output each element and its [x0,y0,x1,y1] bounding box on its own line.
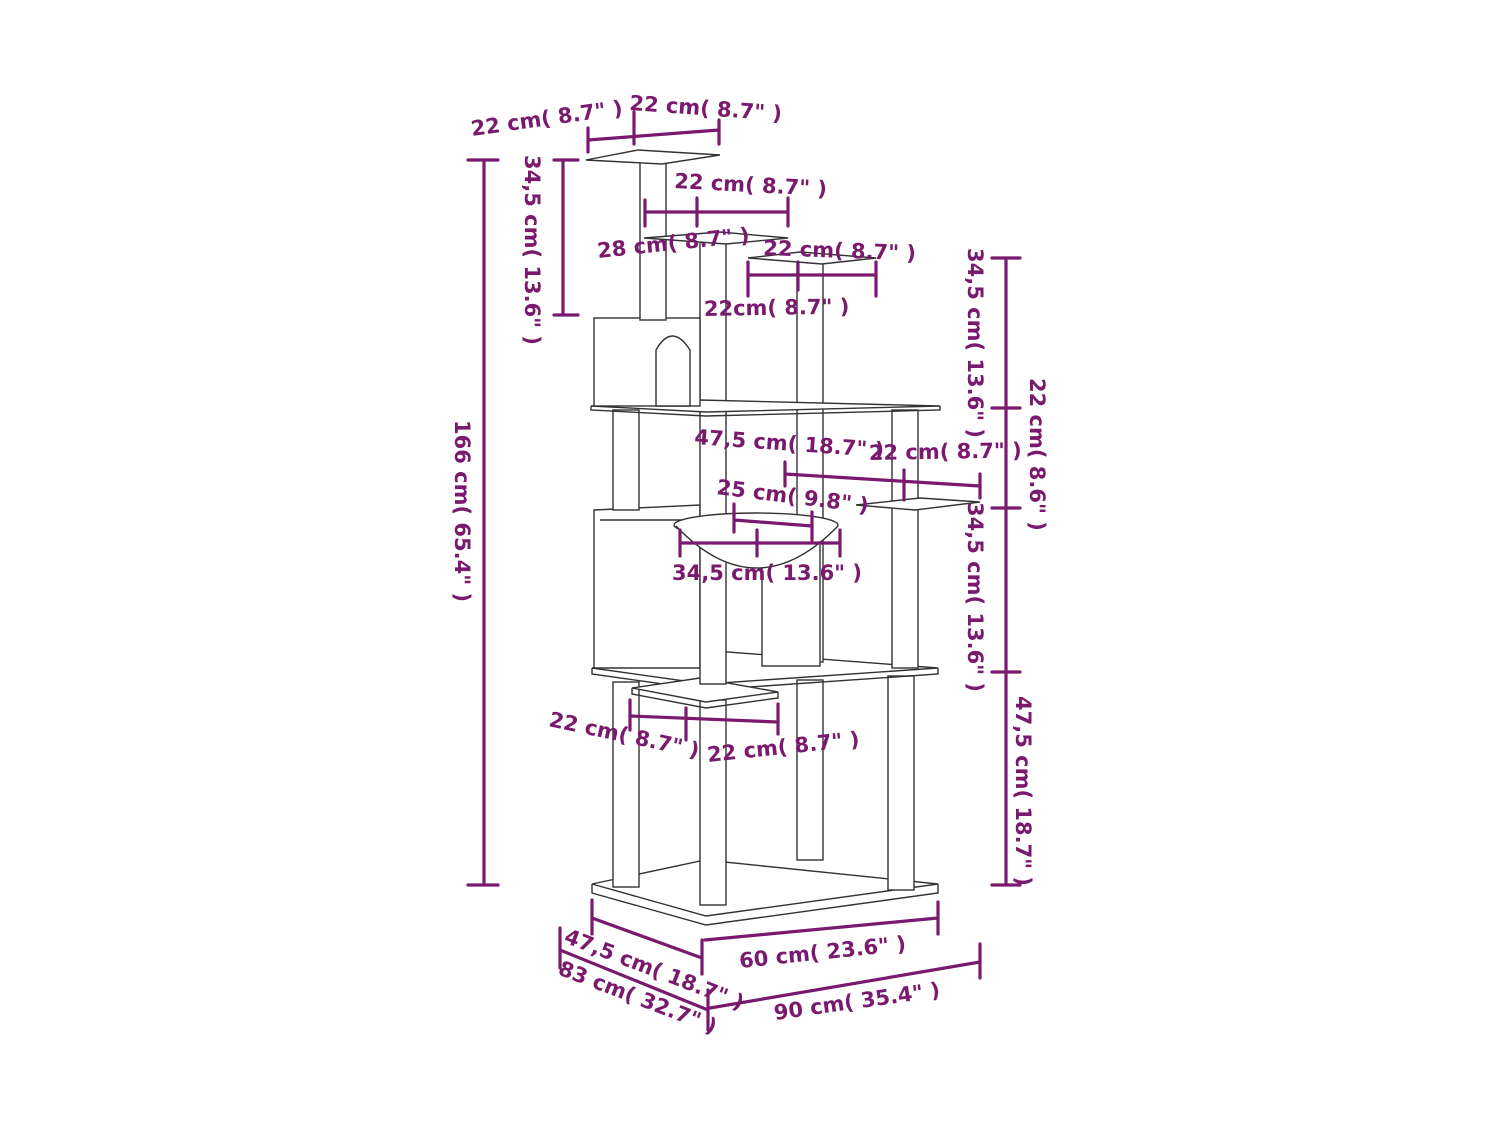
dimension-lines [466,110,1022,1032]
label-side-step-width: 22 cm( 8.7" ) [869,438,1022,465]
label-upper-perch-depth: 28 cm( 8.7" ) [596,223,750,263]
label-top-platform-depth: 22 cm( 8.7" ) [469,96,624,141]
label-right-gap-height: 22 cm( 8.6" ) [1025,378,1049,531]
middle-deck-depth-line [783,460,982,502]
label-right-lower-height: 47,5 cm( 18.7" ) [1011,696,1035,886]
label-base-width: 60 cm( 23.6" ) [738,932,907,973]
label-right-upper-height: 34,5 cm( 13.6" ) [963,248,987,438]
upper-perch-width-line [643,196,790,228]
cat-tree-outline [585,149,981,926]
top-platform [585,149,721,165]
label-total-height: 166 cm( 65.4" ) [450,420,474,602]
low-step-edge [631,688,779,709]
post-front-left-lower [612,681,640,888]
overall-width-line [708,942,982,1010]
upper-deck-edge [590,406,941,417]
hammock-depth-line [732,502,814,542]
hammock-width-line [678,528,842,558]
right-top-perch-line [746,260,878,298]
post-front-right-lower [887,675,915,891]
post-top [639,159,667,321]
base-width-line [703,900,940,942]
upper-perch-platform [643,231,789,245]
label-overall-width: 90 cm( 35.4" ) [772,978,941,1025]
label-right-middle-height: 34,5 cm( 13.6" ) [963,502,987,692]
base-depth-line [590,898,704,976]
post-mid-left [612,409,640,511]
label-right-perch-width: 22 cm( 8.7" ) [763,236,917,265]
top-cave-opening [655,335,691,407]
label-upper-perch-width: 22 cm( 8.7" ) [674,169,828,201]
top-post-height-line [552,158,580,317]
total-height-line [466,158,500,887]
overall-depth-line [558,926,710,1032]
right-height-chain-line [990,256,1022,887]
low-step-line [628,698,780,742]
label-top-platform-width: 22 cm( 8.7" ) [629,91,783,126]
label-low-step-width: 22 cm( 8.7" ) [706,727,860,767]
top-platform-width-line [586,110,721,154]
right-perch-platform [855,497,981,511]
base-board-edge [591,884,939,926]
label-hammock-width: 34,5 cm( 13.6" ) [672,561,862,585]
post-back-center-lower [796,679,824,861]
post-mid-right [891,409,919,669]
label-top-post-height: 34,5 cm( 13.6" ) [520,155,544,345]
post-mid-front [699,239,727,685]
post-front-center-lower [699,699,727,906]
label-hammock-depth: 25 cm( 9.8" ) [715,475,870,517]
label-right-perch-depth: 22cm( 8.7" ) [704,294,850,321]
